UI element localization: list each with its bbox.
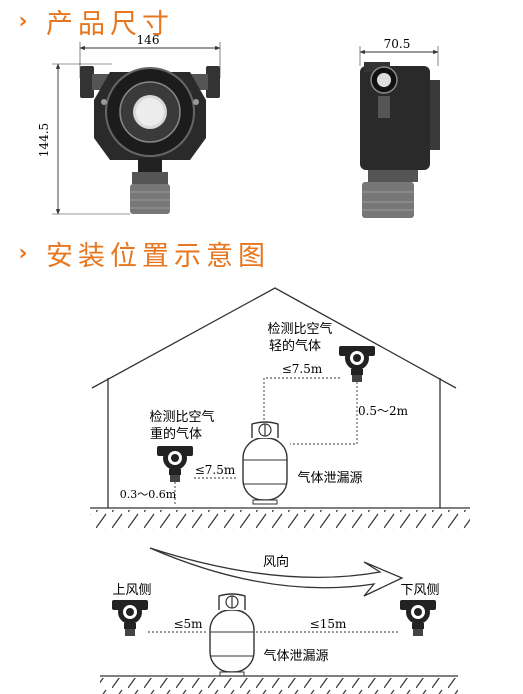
heavier-gas-label-1: 检测比空气 xyxy=(149,409,214,425)
upwind-distance-label: ≤5m xyxy=(173,617,203,631)
chevron-right-icon: › xyxy=(18,241,28,266)
side-width-label: 70.5 xyxy=(384,37,411,51)
wind-diagram: 风向 上风侧 下风侧 ≤5m ≤15m 气体泄漏源 xyxy=(100,547,458,694)
upwind-label: 上风侧 xyxy=(112,583,151,598)
house-diagram: 检测比空气 轻的气体 ≤7.5m 0.5～2m 检测比空气 重的气体 ≤7.5m… xyxy=(90,287,470,530)
front-width-label: 146 xyxy=(137,33,160,47)
downwind-label: 下风侧 xyxy=(400,583,439,598)
side-view: 70.5 xyxy=(359,37,440,218)
wind-direction-label: 风向 xyxy=(263,554,289,570)
leak-source-label: 气体泄漏源 xyxy=(297,470,362,486)
chevron-right-icon: › xyxy=(18,9,28,34)
wind-leak-source-label: 气体泄漏源 xyxy=(263,648,328,664)
front-view: 146 144.5 xyxy=(37,33,221,215)
heavier-height-label: 0.3～0.6m xyxy=(120,488,177,501)
section-title: 安装位置示意图 xyxy=(46,241,270,272)
downwind-distance-label: ≤15m xyxy=(310,617,347,631)
heavier-gas-label-2: 重的气体 xyxy=(150,426,202,442)
front-height-label: 144.5 xyxy=(37,123,51,157)
section-header-dimensions: › 产品尺寸 xyxy=(0,2,174,41)
section-header-installation: › 安装位置示意图 xyxy=(0,234,270,273)
lighter-distance-label: ≤7.5m xyxy=(282,362,323,376)
lighter-gas-label-1: 检测比空气 xyxy=(267,321,332,337)
section-title: 产品尺寸 xyxy=(46,9,174,40)
heavier-distance-label: ≤7.5m xyxy=(195,463,236,477)
lighter-height-label: 0.5～2m xyxy=(358,404,409,418)
lighter-gas-label-2: 轻的气体 xyxy=(269,338,321,354)
